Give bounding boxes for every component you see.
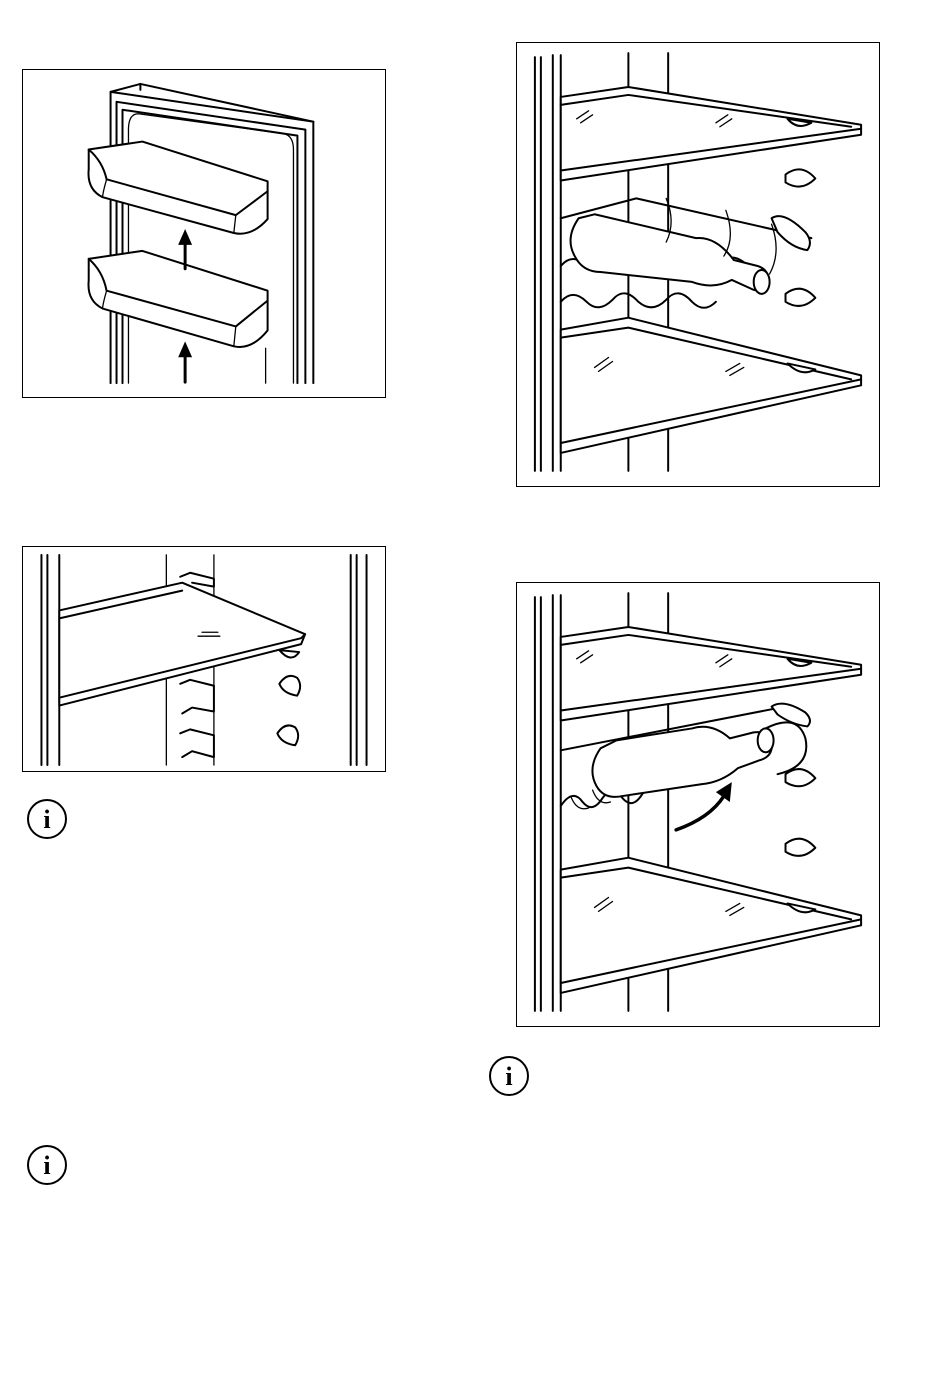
figure-bottle-rack-tilt (516, 582, 880, 1027)
svg-text:i: i (505, 1062, 512, 1091)
figure-door-balconies (22, 69, 386, 398)
info-icon: i (488, 1055, 530, 1097)
info-icon: i (26, 798, 68, 840)
svg-text:i: i (43, 1151, 50, 1180)
svg-text:i: i (43, 805, 50, 834)
figure-bottle-rack (516, 42, 880, 487)
figure-movable-shelf (22, 546, 386, 772)
info-icon: i (26, 1144, 68, 1186)
glass-shelf-illustration (23, 547, 385, 771)
door-shelf-lift-illustration (23, 70, 385, 397)
bottle-rack-tilt-illustration (517, 583, 879, 1026)
bottle-rack-illustration (517, 43, 879, 486)
